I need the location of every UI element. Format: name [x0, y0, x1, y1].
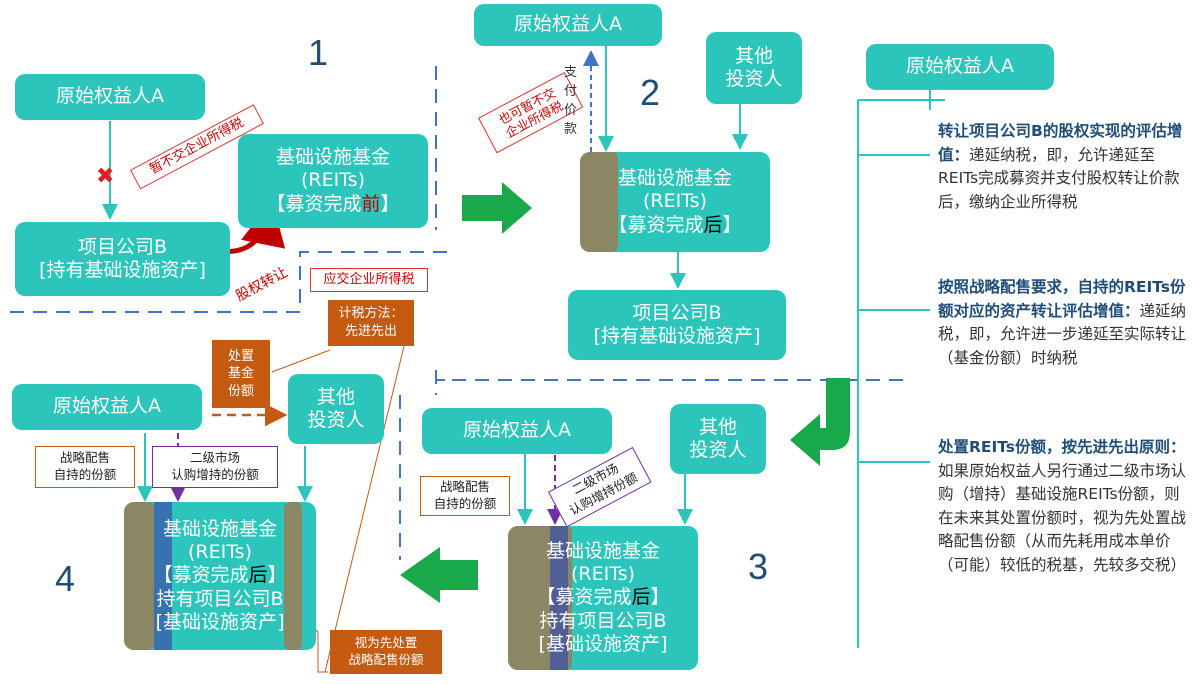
notes-originator-box: 原始权益人A — [866, 44, 1054, 90]
s3-fund-status: 【募资完成后】 — [536, 586, 670, 609]
s2-fund-title: 基础设施基金 — [617, 167, 732, 190]
s4-tax-due-label: 应交企业所得税 — [310, 268, 428, 292]
flow-arrow-2-to-3 — [790, 378, 850, 466]
s3-fund-assets: [基础设施资产] — [538, 632, 668, 655]
s1-fund-title: 基础设施基金 — [275, 146, 390, 169]
section-number-3: 3 — [748, 546, 769, 587]
s4-secondary-share-overlay — [154, 502, 172, 650]
s2-investors-box: 其他 投资人 — [706, 32, 802, 104]
s2-project-title: 项目公司B — [632, 301, 722, 324]
note-2-text: 递延纳税，即，允许进一步递延至实际转让（基金份额）时纳税 — [938, 301, 1187, 367]
s3-fund-reits: (REITs) — [571, 563, 635, 586]
s4-fund-box: 基础设施基金 (REITs) 【募资完成后】 持有项目公司B [基础设施资产] — [124, 502, 316, 650]
s2-originator-box: 原始权益人A — [474, 4, 662, 46]
note-1: 转让项目公司B的股权实现的评估增值：递延纳税，即，允许递延至REITs完成募资并… — [938, 120, 1188, 214]
s1-fund-status: 【募资完成前】 — [266, 192, 400, 215]
note-2: 按照战略配售要求，自持的REITs份额对应的资产转让评估增值：递延纳税，即，允许… — [938, 276, 1188, 370]
s4-right-share-overlay — [284, 502, 302, 650]
section-number-2: 2 — [640, 72, 661, 113]
s1-fund-box: 基础设施基金 (REITs) 【募资完成前】 — [238, 134, 428, 228]
section-number-4: 4 — [55, 558, 76, 599]
note-1-heading: 转让项目公司B的股权实现的评估增值： — [938, 122, 1183, 164]
s4-callout-line-2 — [324, 341, 406, 673]
s4-fund-title: 基础设施基金 — [162, 518, 277, 541]
s4-secondary-label: 二级市场 认购增持的份额 — [152, 446, 278, 488]
s1-originator-label: 原始权益人A — [56, 85, 164, 108]
s4-fund-assets: [基础设施资产] — [155, 610, 285, 633]
s4-fund-holds: 持有项目公司B — [156, 587, 284, 610]
s4-method-box: 计税方法： 先进先出 — [328, 300, 414, 346]
s1-project-title: 项目公司B — [77, 235, 168, 258]
s2-strategic-share-overlay — [580, 152, 618, 252]
note-3-heading: 处置REITs份额，按先进先出原则： — [938, 438, 1186, 456]
flow-arrow-3-to-4 — [400, 547, 478, 603]
s4-investors-line1: 其他 — [316, 385, 355, 408]
s2-fund-reits: (REITs) — [643, 190, 707, 213]
s3-fund-box: 基础设施基金 (REITs) 【募资完成后】 持有项目公司B [基础设施资产] — [508, 526, 698, 670]
s3-investors-line2: 投资人 — [689, 439, 747, 461]
s2-project-assets: [持有基础设施资产] — [593, 325, 761, 347]
s4-fund-status: 【募资完成后】 — [153, 564, 287, 587]
note-1-text: 递延纳税，即，允许递延至REITs完成募资并支付股权转让价款后，缴纳企业所得税 — [938, 145, 1180, 211]
s4-callout-line-1 — [271, 349, 331, 373]
s4-investors-box: 其他 投资人 — [288, 374, 384, 444]
s3-fund-holds: 持有项目公司B — [539, 609, 667, 632]
s3-investors-box: 其他 投资人 — [670, 404, 766, 474]
s2-originator-label: 原始权益人A — [514, 13, 622, 36]
s4-originator-label: 原始权益人A — [53, 395, 161, 418]
s1-project-box: 项目公司B [持有基础设施资产] — [15, 222, 230, 296]
s4-dispose-box: 处置 基金 份额 — [212, 340, 270, 408]
note-3: 处置REITs份额，按先进先出原则： 如果原始权益人另行通过二级市场认购（增持）基… — [938, 436, 1188, 577]
x-mark-icon: ✖ — [96, 164, 115, 189]
section-number-1: 1 — [308, 32, 329, 73]
note-3-text: 如果原始权益人另行通过二级市场认购（增持）基础设施REITs份额，则在未来其处置… — [938, 461, 1187, 574]
s4-strategic-label: 战略配售 自持的份额 — [35, 446, 135, 488]
s4-fund-reits: (REITs) — [188, 541, 252, 564]
s2-fund-status: 【募资完成后】 — [608, 213, 742, 236]
s4-originator-box: 原始权益人A — [12, 384, 202, 430]
s4-strategic-share-overlay — [124, 502, 154, 650]
s4-deemed-box: 视为先处置 战略配售份额 — [330, 630, 442, 674]
s3-secondary-share-overlay — [550, 526, 568, 670]
s1-originator-box: 原始权益人A — [15, 74, 205, 120]
s4-investors-line2: 投资人 — [307, 409, 365, 431]
s3-originator-box: 原始权益人A — [422, 408, 612, 454]
flow-arrow-1-to-2 — [462, 182, 532, 234]
notes-originator-label: 原始权益人A — [906, 55, 1014, 78]
s2-investors-line1: 其他 — [734, 44, 773, 67]
s2-payment-label: 支付价款 — [564, 65, 578, 137]
s2-fund-box: 基础设施基金 (REITs) 【募资完成后】 — [580, 152, 770, 252]
s3-fund-title: 基础设施基金 — [545, 540, 660, 563]
s3-originator-label: 原始权益人A — [463, 419, 571, 442]
s2-project-box: 项目公司B [持有基础设施资产] — [568, 290, 786, 360]
s1-project-assets: [持有基础设施资产] — [39, 259, 206, 281]
s3-strategic-label: 战略配售 自持的份额 — [420, 476, 510, 516]
s3-investors-line1: 其他 — [698, 415, 737, 438]
s1-fund-reits: (REITs) — [301, 169, 365, 192]
note-2-heading: 按照战略配售要求，自持的REITs份额对应的资产转让评估增值： — [938, 278, 1186, 320]
s2-investors-line2: 投资人 — [725, 68, 783, 90]
